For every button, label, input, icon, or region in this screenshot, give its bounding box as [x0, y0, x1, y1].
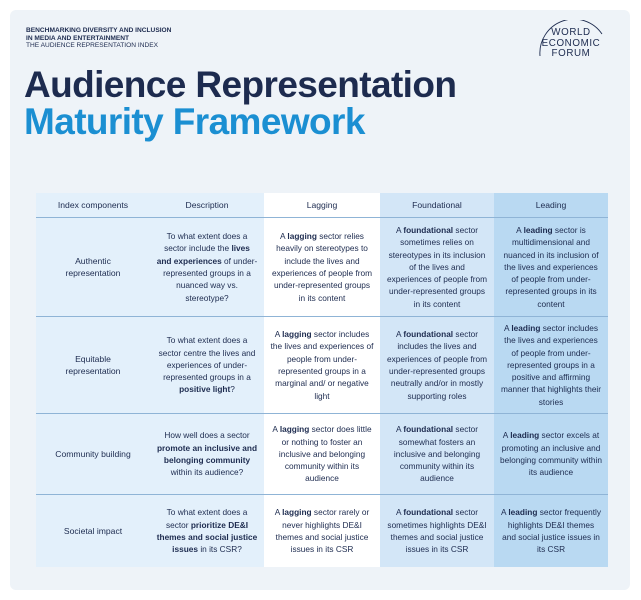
description-text-post: within its audience?: [170, 467, 244, 478]
header-divider: [36, 217, 608, 218]
logo-line-3: FORUM: [551, 48, 591, 60]
foundational-text-post: sector includes the lives and experience…: [386, 329, 488, 401]
description-text-post: of under-represented groups in a nuanced…: [163, 255, 258, 303]
row-label-line: Equitable: [75, 354, 111, 364]
description-text-bold: positive light: [179, 384, 231, 395]
logo-line-1: WORLD: [551, 27, 591, 38]
foundational-text-bold: foundational: [403, 329, 454, 340]
leading-text-post: sector includes the lives and experience…: [500, 322, 602, 407]
foundational-text-post: sector somewhat fosters an inclusive and…: [393, 424, 481, 484]
lagging-text-bold: lagging: [279, 424, 310, 435]
kicker-line-1: BENCHMARKING DIVERSITY AND INCLUSION: [26, 27, 172, 34]
leading-text-bold: leading: [511, 322, 541, 333]
foundational-text-post: sector sometimes highlights DE&I themes …: [387, 507, 487, 555]
row-label-line: Authentic: [75, 256, 111, 266]
leading-text-pre: A: [503, 322, 512, 333]
description-text-pre: To what extent does a sector: [165, 507, 248, 530]
row-divider: [36, 494, 608, 495]
foundational-text-pre: A: [395, 329, 404, 340]
page-title-line-2: Maturity Framework: [24, 101, 365, 142]
foundational-cell: A foundational sector includes the lives…: [380, 317, 494, 413]
leading-column-background: [494, 193, 608, 567]
lagging-text-post: sector rarely or never highlights DE&I t…: [275, 507, 370, 555]
logo-arc-icon: [539, 20, 603, 57]
kicker-line-3: THE AUDIENCE REPRESENTATION INDEX: [26, 42, 159, 50]
lagging-text-post: sector does little or nothing to foster …: [278, 424, 372, 484]
description-text-pre: To what extent does a sector include the: [164, 231, 248, 254]
components-column-background: [36, 193, 264, 567]
foundational-text-pre: A: [395, 424, 404, 435]
foundational-cell: A foundational sector sometimes relies o…: [380, 218, 494, 316]
row-divider: [36, 413, 608, 414]
leading-text-pre: A: [516, 224, 524, 235]
wef-logo: WORLD ECONOMIC FORUM: [536, 20, 606, 60]
row-label-line: representation: [65, 268, 121, 278]
row-label-cell: Community building: [36, 414, 150, 494]
header-lagging: Lagging: [306, 200, 338, 210]
row-divider: [36, 316, 608, 317]
row-label-line: Community building: [55, 449, 131, 459]
description-text-bold: promote an inclusive and belonging commu…: [156, 442, 258, 465]
row-label-cell: Equitable representation: [36, 317, 150, 413]
leading-text-pre: A: [502, 430, 511, 441]
row-label-cell: Societal impact: [36, 495, 150, 567]
foundational-cell: A foundational sector sometimes highligh…: [380, 495, 494, 567]
lagging-text-pre: A: [280, 231, 288, 242]
lagging-text-bold: lagging: [282, 507, 312, 518]
description-text-post: ?: [230, 384, 235, 395]
leading-text-bold: leading: [523, 224, 553, 235]
leading-text-post: sector frequently highlights DE&I themes…: [502, 507, 602, 555]
kicker-line-2: IN MEDIA AND ENTERTAINMENT: [26, 34, 130, 42]
leading-text-bold: leading: [508, 507, 538, 518]
lagging-cell: A lagging sector does little or nothing …: [264, 414, 380, 494]
lagging-column-background: [264, 193, 380, 567]
foundational-text-bold: foundational: [403, 424, 454, 435]
lagging-text-bold: lagging: [282, 329, 312, 340]
foundational-column-background: [380, 193, 494, 567]
description-text-bold: lives and experiences: [156, 243, 250, 266]
lagging-text-pre: A: [274, 507, 283, 518]
lagging-cell: A lagging sector includes the lives and …: [264, 317, 380, 413]
logo-line-2: ECONOMIC: [541, 37, 601, 49]
lagging-cell: A lagging sector relies heavily on stere…: [264, 218, 380, 316]
description-cell: To what extent does a sector prioritize …: [150, 495, 264, 567]
lagging-text-pre: A: [272, 424, 280, 435]
description-cell: To what extent does a sector include the…: [150, 218, 264, 316]
description-text-post: in its CSR?: [198, 544, 242, 555]
foundational-text-bold: foundational: [403, 507, 454, 518]
leading-cell: A leading sector includes the lives and …: [494, 317, 608, 413]
header-description: Description: [185, 200, 229, 210]
description-text-bold: prioritize DE&I themes and social justic…: [156, 519, 258, 555]
header-index-components: Index components: [57, 200, 129, 210]
leading-text-post: sector is multidimensional and nuanced i…: [503, 224, 599, 309]
lagging-text-pre: A: [274, 329, 283, 340]
lagging-text-post: sector includes the lives and experience…: [270, 329, 374, 401]
foundational-text-pre: A: [395, 224, 404, 235]
report-kicker: BENCHMARKING DIVERSITY AND INCLUSION IN …: [26, 27, 171, 50]
description-cell: How well does a sector promote an inclus…: [150, 414, 264, 494]
row-label-line: representation: [65, 366, 121, 376]
header-leading: Leading: [535, 200, 567, 210]
description-text-pre: How well does a sector: [164, 430, 250, 441]
leading-cell: A leading sector excels at promoting an …: [494, 414, 608, 494]
leading-cell: A leading sector frequently highlights D…: [494, 495, 608, 567]
lagging-cell: A lagging sector rarely or never highlig…: [264, 495, 380, 567]
lagging-text-post: sector relies heavily on stereotypes to …: [271, 231, 373, 303]
page-title-line-1: Audience Representation: [24, 64, 457, 105]
row-label-line: Societal impact: [63, 526, 123, 536]
leading-cell: A leading sector is multidimensional and…: [494, 218, 608, 316]
row-label-cell: Authentic representation: [36, 218, 150, 316]
leading-text-pre: A: [500, 507, 509, 518]
foundational-text-post: sector sometimes relies on stereotypes i…: [386, 224, 488, 309]
description-cell: To what extent does a sector centre the …: [150, 317, 264, 413]
header-foundational: Foundational: [412, 200, 462, 210]
foundational-text-pre: A: [395, 507, 404, 518]
foundational-text-bold: foundational: [403, 224, 454, 235]
lagging-text-bold: lagging: [287, 231, 317, 242]
foundational-cell: A foundational sector somewhat fosters a…: [380, 414, 494, 494]
description-text-pre: To what extent does a sector centre the …: [158, 335, 256, 383]
leading-text-bold: leading: [510, 430, 540, 441]
leading-text-post: sector excels at promoting an inclusive …: [500, 430, 602, 478]
